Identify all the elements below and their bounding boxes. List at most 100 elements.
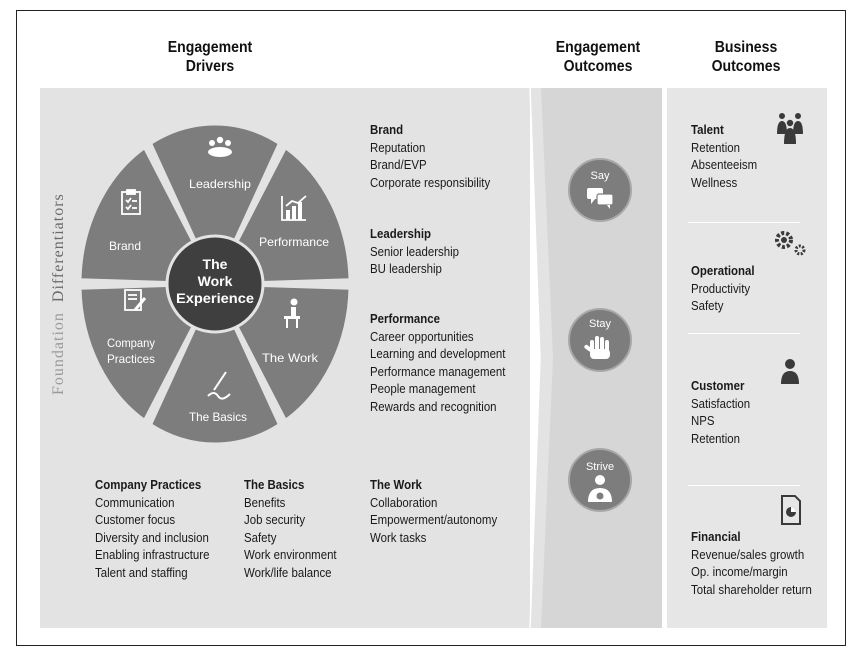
company-practices-list: Company Practices Communication Customer… xyxy=(95,476,209,581)
list-item: Benefits xyxy=(244,494,286,510)
list-item: Safety xyxy=(244,529,277,545)
list-item: Empowerment/autonomy xyxy=(370,512,498,527)
talent-title: Talent xyxy=(691,122,724,137)
list-item: Retention xyxy=(691,430,740,446)
clipboard-checklist-icon xyxy=(121,189,141,215)
header-line-2: Outcomes xyxy=(563,58,633,75)
segment-label-leadership: Leadership xyxy=(189,177,251,191)
list-item: Diversity and inclusion xyxy=(95,529,209,545)
list-item: Work tasks xyxy=(370,529,427,545)
speech-bubbles-icon xyxy=(587,188,614,209)
list-item: Career opportunities xyxy=(370,328,474,344)
segment-label-practices: Practices xyxy=(107,352,155,366)
people-meeting-icon xyxy=(208,136,232,157)
list-item: Total shareholder return xyxy=(691,581,812,597)
header-line-1: Engagement xyxy=(167,39,253,56)
list-item: Work/life balance xyxy=(244,564,332,580)
list-item: Wellness xyxy=(691,174,738,190)
segment-label-the-work: The Work xyxy=(262,351,319,365)
header-line-2: Drivers xyxy=(185,58,235,75)
segment-label-brand: Brand xyxy=(109,239,141,253)
stay-circle: Stay xyxy=(568,308,632,372)
list-item: Customer focus xyxy=(95,512,176,527)
list-item: Senior leadership xyxy=(370,243,460,259)
list-item: BU leadership xyxy=(370,261,442,276)
divider-1 xyxy=(688,222,800,223)
segment-label-performance: Performance xyxy=(259,235,329,249)
wheel-segment-the-basics xyxy=(148,280,282,446)
list-item: Talent and staffing xyxy=(95,564,188,580)
list-item: Communication xyxy=(95,494,175,510)
the-work-list: The Work Collaboration Empowerment/auton… xyxy=(370,476,497,546)
list-item: Rewards and recognition xyxy=(370,398,497,414)
customer-title: Customer xyxy=(691,378,745,393)
list-item: Productivity xyxy=(691,280,751,296)
list-item: Brand/EVP xyxy=(370,157,427,172)
raised-hand-icon xyxy=(584,336,610,359)
pie-document-icon xyxy=(781,495,801,525)
say-circle: Say xyxy=(568,158,632,222)
brand-list-title: Brand xyxy=(370,122,404,137)
list-item: Collaboration xyxy=(370,494,438,510)
performance-list: Performance Career opportunities Learnin… xyxy=(370,310,505,415)
list-item: Safety xyxy=(691,298,724,313)
leadership-list: Leadership Senior leadership BU leadersh… xyxy=(370,225,459,278)
wheel-segment-leadership xyxy=(148,122,282,288)
customer-section: Customer Satisfaction NPS Retention xyxy=(691,377,750,447)
wheel-center-line-3: Experience xyxy=(176,291,255,306)
foundation-label: Foundation xyxy=(50,312,67,395)
the-basics-list-title: The Basics xyxy=(244,477,305,492)
list-item: NPS xyxy=(691,413,715,428)
differentiators-label: Differentiators xyxy=(50,193,67,303)
business-outcomes-panel xyxy=(667,88,827,628)
list-item: Job security xyxy=(244,512,306,527)
segment-label-the-basics: The Basics xyxy=(189,410,247,424)
list-item: People management xyxy=(370,381,476,396)
business-outcome-icons xyxy=(775,113,806,525)
work-experience-wheel: The Work Experience Leadership Performan… xyxy=(78,122,352,446)
say-label: Say xyxy=(591,170,610,182)
header-line-1: Engagement xyxy=(555,39,641,56)
strive-circle: Strive xyxy=(568,448,632,512)
header-engagement-drivers: Engagement Drivers xyxy=(140,38,281,76)
operational-title: Operational xyxy=(691,263,755,278)
people-group-icon xyxy=(777,113,803,144)
engagement-outcomes-circles: Say Stay Strive xyxy=(568,158,632,512)
talent-section: Talent Retention Absenteeism Wellness xyxy=(691,121,757,191)
financial-title: Financial xyxy=(691,529,741,544)
person-icon xyxy=(781,359,799,384)
document-edit-icon xyxy=(124,289,147,311)
person-with-medal-icon xyxy=(588,475,612,502)
header-line-1: Business xyxy=(714,39,778,56)
list-item: Work environment xyxy=(244,547,337,562)
foundation-differentiators-label: Foundation Differentiators xyxy=(50,193,68,395)
list-item: Learning and development xyxy=(370,346,506,361)
brand-list: Brand Reputation Brand/EVP Corporate res… xyxy=(370,121,490,191)
bar-chart-icon xyxy=(281,195,307,221)
list-item: Satisfaction xyxy=(691,395,751,411)
the-basics-list: The Basics Benefits Job security Safety … xyxy=(244,476,337,581)
performance-list-title: Performance xyxy=(370,311,440,326)
header-business-outcomes: Business Outcomes xyxy=(676,38,817,76)
list-item: Enabling infrastructure xyxy=(95,547,210,562)
list-item: Reputation xyxy=(370,139,426,155)
gears-icon xyxy=(775,231,806,256)
pen-writing-icon xyxy=(207,371,231,400)
operational-section: Operational Productivity Safety xyxy=(691,262,755,315)
segment-label-company: Company xyxy=(107,336,155,350)
list-item: Retention xyxy=(691,139,740,155)
list-item: Revenue/sales growth xyxy=(691,546,805,562)
wheel-center-line-2: Work xyxy=(198,273,233,289)
leadership-list-title: Leadership xyxy=(370,226,432,241)
company-practices-list-title: Company Practices xyxy=(95,477,202,492)
divider-3 xyxy=(688,485,800,486)
header-engagement-outcomes: Engagement Outcomes xyxy=(538,38,658,76)
list-item: Corporate responsibility xyxy=(370,174,491,190)
stay-label: Stay xyxy=(589,318,612,330)
strive-label: Strive xyxy=(586,461,614,473)
person-at-desk-icon xyxy=(284,298,300,328)
the-work-list-title: The Work xyxy=(370,477,422,492)
wheel-center xyxy=(165,234,265,334)
list-item: Performance management xyxy=(370,363,506,379)
header-line-2: Outcomes xyxy=(711,58,781,75)
